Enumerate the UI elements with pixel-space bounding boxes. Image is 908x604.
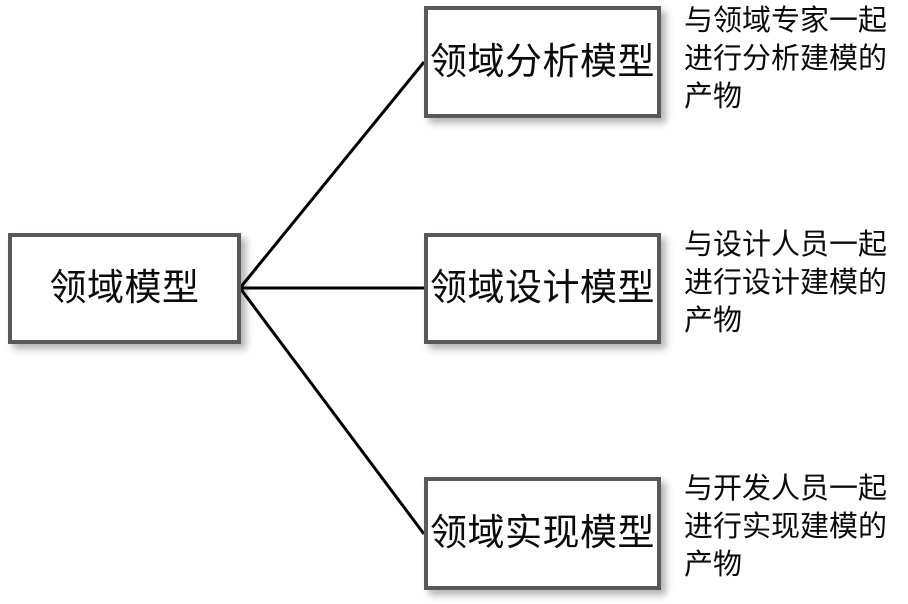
node-domain-model[interactable]: 领域模型: [8, 233, 241, 344]
node-domain-design-model-label: 领域设计模型: [430, 267, 655, 309]
node-domain-implementation-model[interactable]: 领域实现模型: [424, 477, 661, 590]
node-domain-analysis-model[interactable]: 领域分析模型: [424, 6, 661, 118]
annotation-domain-implementation-model: 与开发人员一起 进行实现建模的 产物: [684, 473, 888, 581]
node-domain-model-label: 领域模型: [49, 267, 200, 309]
connector-root-to-analysis: [238, 61, 426, 289]
annotation-domain-analysis-model: 与领域专家一起 进行分析建模的 产物: [684, 5, 888, 113]
annotation-domain-design-model: 与设计人员一起 进行设计建模的 产物: [684, 229, 888, 337]
node-domain-implementation-model-label: 领域实现模型: [430, 512, 655, 554]
node-domain-design-model[interactable]: 领域设计模型: [424, 233, 661, 344]
node-domain-analysis-model-label: 领域分析模型: [430, 40, 655, 82]
connector-root-to-implementation: [238, 287, 426, 535]
